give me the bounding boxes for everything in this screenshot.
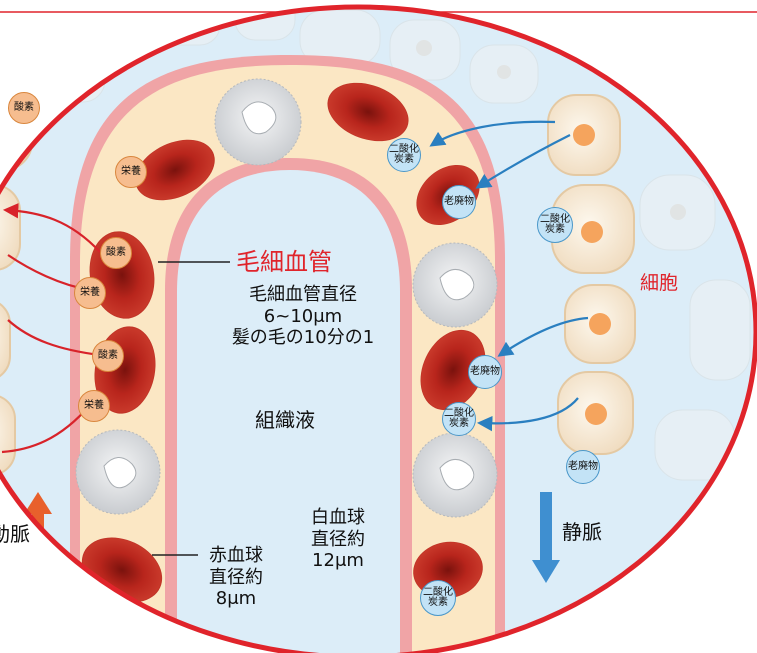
waste-bubble: 老廃物 bbox=[468, 355, 502, 389]
cell-label: 細胞 bbox=[640, 272, 679, 294]
oxygen-bubble: 酸素 bbox=[8, 92, 40, 124]
note-line: 12μm bbox=[312, 550, 364, 572]
co2-bubble: 二酸化炭素 bbox=[442, 402, 476, 436]
note-line: 直径約 bbox=[209, 566, 263, 588]
oxygen-bubble: 酸素 bbox=[92, 340, 124, 372]
co2-bubble: 二酸化炭素 bbox=[537, 207, 573, 243]
note-line: 赤血球 bbox=[209, 545, 263, 566]
note-line: 髪の毛の10分の1 bbox=[231, 327, 375, 349]
co2-bubble: 二酸化炭素 bbox=[420, 580, 456, 616]
nutrient-bubble: 栄養 bbox=[74, 277, 106, 309]
oxygen-bubble: 酸素 bbox=[100, 237, 132, 269]
nutrient-bubble: 栄養 bbox=[115, 156, 147, 188]
note-line: 毛細血管直径 bbox=[249, 284, 357, 305]
nutrient-bubble: 栄養 bbox=[78, 390, 110, 422]
capillary-diameter-note: 毛細血管直径 6~10μm 髪の毛の10分の1 bbox=[228, 284, 378, 349]
vein-flow-arrow bbox=[532, 492, 560, 583]
waste-bubble: 老廃物 bbox=[566, 450, 600, 484]
vein-label: 静脈 bbox=[562, 520, 602, 544]
artery-label: 動脈 bbox=[0, 522, 30, 546]
note-line: 6~10μm bbox=[263, 305, 343, 327]
rbc-note: 赤血球 直径約 8μm bbox=[203, 545, 269, 610]
note-line: 白血球 bbox=[311, 507, 365, 528]
co2-bubble: 二酸化炭素 bbox=[387, 138, 421, 172]
tissue-fluid-area bbox=[177, 170, 400, 653]
wbc-note: 白血球 直径約 12μm bbox=[305, 507, 371, 572]
white-blood-cells bbox=[75, 78, 498, 518]
note-line: 8μm bbox=[215, 588, 257, 610]
capillary-title: 毛細血管 bbox=[236, 248, 332, 276]
right-cells bbox=[547, 94, 636, 455]
tissue-boundary bbox=[0, 4, 757, 653]
tissue-fluid-label: 組織液 bbox=[255, 408, 315, 432]
co2-waste-arrows bbox=[429, 120, 589, 432]
note-line: 直径約 bbox=[311, 528, 365, 550]
waste-bubble: 老廃物 bbox=[442, 185, 476, 219]
